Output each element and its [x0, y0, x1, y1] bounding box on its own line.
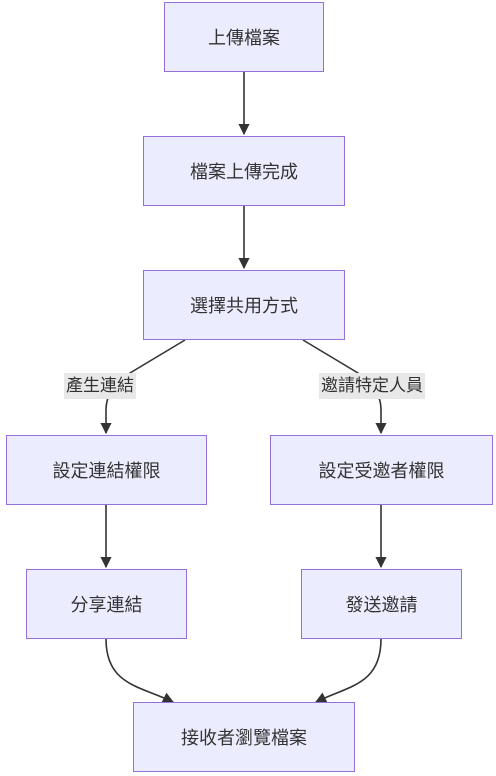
edge-label-invite-people: 邀請特定人員 [319, 373, 425, 399]
node-set-invitee-permission: 設定受邀者權限 [270, 435, 493, 505]
node-upload-done: 檔案上傳完成 [143, 136, 345, 206]
edge-send-to-browse [314, 638, 382, 703]
node-recipient-browse: 接收者瀏覽檔案 [133, 702, 355, 772]
node-choose-method: 選擇共用方式 [143, 270, 345, 340]
edge-share-to-browse [105, 638, 175, 703]
edge-label-generate-link: 產生連結 [64, 373, 136, 399]
node-send-invite: 發送邀請 [301, 569, 462, 639]
node-upload: 上傳檔案 [164, 2, 324, 72]
node-share-link: 分享連結 [26, 569, 187, 639]
node-set-link-permission: 設定連結權限 [6, 435, 207, 505]
